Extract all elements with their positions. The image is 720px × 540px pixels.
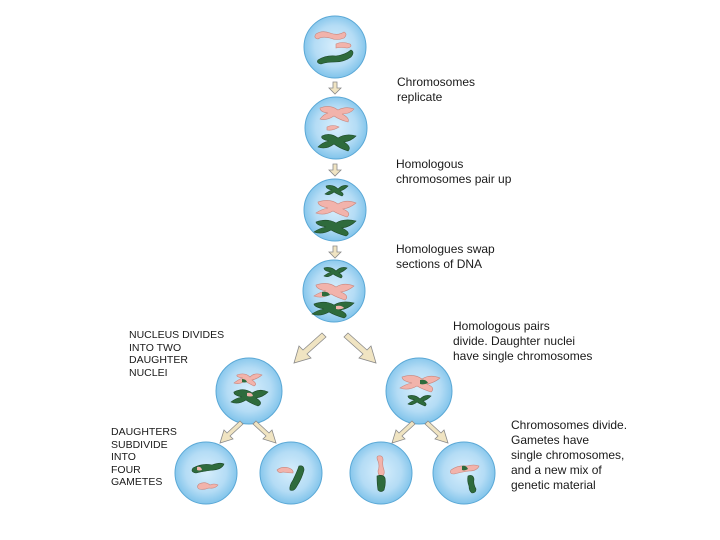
label-nucleus-divides: NUCLEUS DIVIDES INTO TWO DAUGHTER NUCLEI: [129, 329, 224, 379]
label-line: and a new mix of: [511, 463, 602, 477]
label-line: Chromosomes: [397, 75, 476, 89]
label-pair-up: Homologous chromosomes pair up: [396, 157, 511, 187]
green-chromosome: [317, 134, 357, 152]
gamete-4: [432, 441, 496, 505]
label-line: Homologues swap: [396, 242, 495, 256]
label-replicate: Chromosomes replicate: [397, 75, 475, 105]
gamete-3: [349, 441, 413, 505]
arrow-down-2: [328, 163, 342, 177]
pink-chromosome: [315, 200, 357, 218]
label-line: divide. Daughter nuclei: [453, 334, 576, 348]
pink-chromosome: [450, 464, 480, 475]
label-line: Chromosomes divide.: [511, 418, 628, 432]
arrow-down-1: [328, 81, 342, 95]
label-line: sections of DNA: [396, 257, 483, 271]
pink-chromosome: [399, 375, 441, 393]
label-line: NUCLEI: [129, 366, 168, 379]
cell-initial: [303, 15, 367, 79]
label-line: INTO: [111, 451, 136, 463]
arrow-diag-left: [293, 332, 327, 364]
label-daughters-subdivide: DAUGHTERS SUBDIVIDE INTO FOUR GAMETES: [111, 426, 177, 489]
label-pairs-divide: Homologous pairs divide. Daughter nuclei…: [453, 319, 592, 364]
label-swap: Homologues swap sections of DNA: [396, 242, 495, 272]
green-chromosome: [317, 49, 354, 65]
pink-chromosome: [276, 467, 294, 474]
arrow-gamete-1: [219, 420, 244, 444]
pink-chromosome: [233, 373, 263, 387]
green-chromosome: [230, 389, 269, 407]
label-line: DAUGHTERS: [111, 426, 177, 438]
arrow-gamete-2: [252, 420, 277, 444]
gamete-2: [259, 441, 323, 505]
green-chromosome: [311, 301, 355, 319]
green-chromosome: [323, 267, 348, 279]
cell-daughter-right: [385, 357, 453, 425]
label-chromosomes-divide: Chromosomes divide. Gametes have single …: [511, 418, 627, 493]
label-line: genetic material: [511, 478, 596, 492]
arrow-diag-right: [343, 332, 377, 364]
label-line: replicate: [397, 90, 443, 104]
label-line: Homologous: [396, 157, 464, 171]
cell-paired: [303, 178, 367, 242]
label-line: SUBDIVIDE: [111, 438, 168, 451]
label-line: chromosomes pair up: [396, 172, 512, 186]
label-line: Gametes have: [511, 433, 590, 447]
green-chromosome: [324, 185, 349, 197]
arrow-down-3: [328, 245, 342, 259]
gamete-1: [174, 441, 238, 505]
green-chromosome: [191, 462, 225, 474]
pink-chromosome: [313, 283, 355, 301]
label-line: have single chromosomes: [453, 349, 593, 363]
arrow-gamete-3: [391, 420, 416, 444]
green-chromosome: [313, 219, 357, 237]
label-line: GAMETES: [111, 476, 163, 488]
pink-chromosome: [197, 482, 219, 490]
green-chromosome: [407, 395, 432, 407]
cell-crossover: [302, 259, 366, 323]
pink-chromosome: [314, 31, 352, 49]
arrow-gamete-4: [424, 420, 449, 444]
pink-chromosome: [319, 106, 355, 131]
cell-replicated: [304, 96, 368, 160]
label-line: FOUR: [111, 463, 141, 476]
cell-daughter-left: [215, 357, 283, 425]
label-line: NUCLEUS DIVIDES: [129, 329, 225, 341]
label-line: single chromosomes,: [511, 448, 625, 462]
label-line: INTO TWO: [129, 341, 182, 354]
green-chromosome: [467, 475, 477, 494]
green-chromosome: [376, 475, 386, 492]
label-line: DAUGHTER: [129, 354, 188, 366]
label-line: Homologous pairs: [453, 319, 550, 333]
green-chromosome: [289, 465, 305, 491]
